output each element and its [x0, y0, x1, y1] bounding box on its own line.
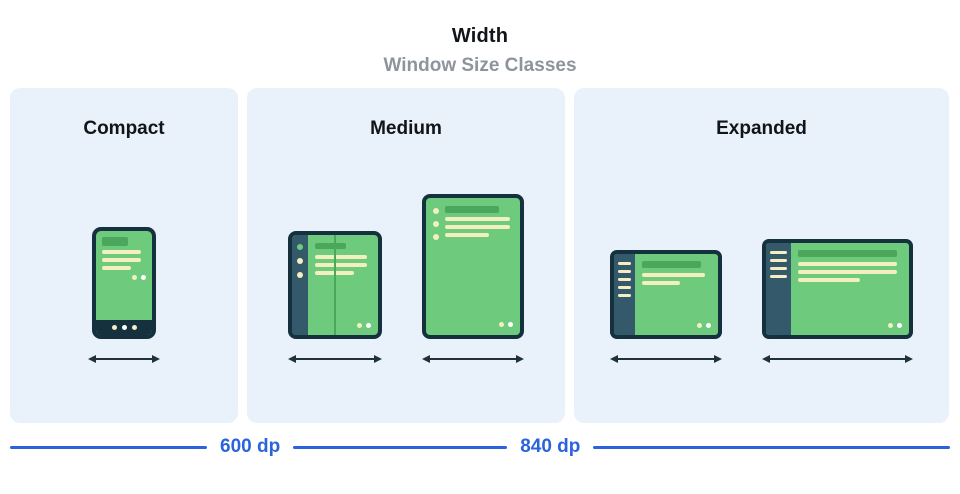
device-group-laptop-small — [610, 250, 722, 365]
diagram-subtitle: Window Size Classes — [383, 55, 577, 76]
content-dots — [102, 275, 146, 280]
sidebar-line — [618, 294, 631, 297]
nav-dot — [131, 325, 137, 330]
content-line — [445, 225, 510, 229]
sidebar-line — [618, 262, 631, 265]
phone-illustration — [92, 227, 156, 339]
dot — [697, 323, 702, 328]
panel-medium: Medium — [247, 88, 565, 423]
nav-rail — [292, 235, 308, 335]
rail-dot — [433, 234, 439, 240]
content-dots — [315, 323, 371, 328]
content-line — [798, 270, 897, 274]
content-line — [445, 233, 490, 237]
content-line — [102, 266, 132, 270]
content-line — [798, 278, 861, 282]
device-group-phone — [88, 227, 160, 365]
nav-dot — [121, 325, 127, 330]
diagram-title: Width — [451, 25, 509, 47]
ruler-line-segment — [593, 445, 950, 449]
panel-medium-label: Medium — [370, 118, 442, 139]
content-line — [102, 258, 141, 262]
width-arrow-icon — [610, 353, 722, 365]
dot — [706, 323, 711, 328]
dot — [366, 323, 371, 328]
panel-medium-devices — [247, 140, 565, 423]
nav-dot — [111, 325, 117, 330]
sidebar-line — [770, 267, 787, 270]
rail-dot — [433, 208, 439, 214]
content-line — [315, 263, 367, 267]
diagram-header: Width Window Size Classes — [0, 0, 960, 77]
app-bar-block — [445, 206, 500, 213]
nav-dots-column — [433, 206, 439, 240]
laptop-large-illustration — [762, 239, 913, 339]
app-bar-block — [315, 243, 346, 249]
laptop-content — [635, 254, 718, 335]
width-arrow-icon — [762, 353, 913, 365]
dot — [897, 323, 902, 328]
app-bar-block — [642, 261, 701, 268]
dot — [888, 323, 893, 328]
breakpoint-ruler: 600 dp 840 dp — [10, 423, 950, 471]
panel-compact: Compact — [10, 88, 238, 423]
sidebar — [614, 254, 635, 335]
size-class-panels: Compact — [10, 88, 950, 423]
ruler-line-segment — [293, 445, 508, 449]
panel-expanded-devices — [574, 140, 949, 423]
rail-dot — [297, 258, 303, 264]
dot — [499, 322, 504, 327]
sidebar-line — [770, 275, 787, 278]
fold-seam — [334, 235, 336, 335]
dot — [508, 322, 513, 327]
panel-expanded: Expanded — [574, 88, 949, 423]
rail-dot — [297, 244, 303, 250]
phone-screen — [96, 231, 152, 320]
content-dots — [642, 323, 711, 328]
breakpoint-840dp-label: 840 dp — [520, 436, 581, 457]
width-arrow-icon — [88, 353, 160, 365]
rail-dot — [297, 272, 303, 278]
panel-compact-label: Compact — [83, 118, 165, 139]
dot — [132, 275, 137, 280]
sidebar-line — [770, 251, 787, 254]
dot — [141, 275, 146, 280]
breakpoint-600dp-label: 600 dp — [220, 436, 281, 457]
content-dots — [433, 322, 513, 327]
width-arrow-icon — [422, 353, 524, 365]
sidebar-line — [618, 270, 631, 273]
content-line — [642, 281, 680, 285]
app-bar-block — [798, 250, 897, 257]
phone-navbar — [96, 320, 152, 335]
ruler-line-segment — [10, 445, 207, 449]
laptop-small-illustration — [610, 250, 722, 339]
sidebar-line — [770, 259, 787, 262]
width-arrow-icon — [288, 353, 382, 365]
dot — [357, 323, 362, 328]
content-dots — [798, 323, 902, 328]
panel-expanded-label: Expanded — [716, 118, 807, 139]
tablet-portrait-illustration — [422, 194, 524, 339]
sidebar — [766, 243, 791, 335]
foldable-illustration — [288, 231, 382, 339]
content-line — [445, 217, 510, 221]
content-line — [642, 273, 706, 277]
content-line — [102, 250, 141, 254]
sidebar-line — [618, 278, 631, 281]
laptop-content — [791, 243, 909, 335]
tablet-content — [445, 206, 513, 240]
device-group-laptop-large — [762, 239, 913, 365]
app-bar-block — [102, 237, 129, 246]
foldable-content — [308, 235, 378, 335]
content-line — [315, 255, 367, 259]
device-group-tablet — [422, 194, 524, 365]
content-line — [798, 262, 897, 266]
rail-dot — [433, 221, 439, 227]
device-group-foldable — [288, 231, 382, 365]
sidebar-line — [618, 286, 631, 289]
tablet-top-row — [433, 206, 513, 240]
panel-compact-devices — [10, 140, 238, 423]
